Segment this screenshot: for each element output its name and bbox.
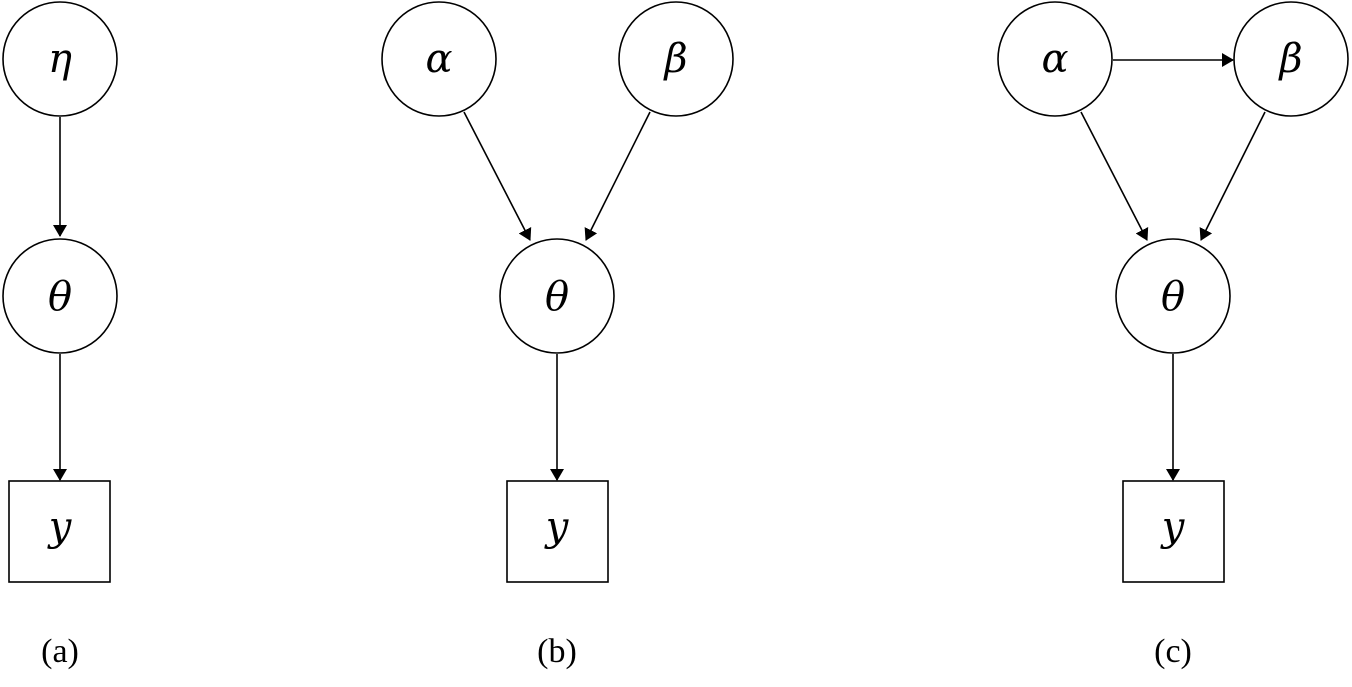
node-alpha-label: α bbox=[425, 36, 452, 82]
edge-alpha-theta bbox=[463, 111, 532, 241]
node-alpha: α bbox=[997, 1, 1113, 117]
edge-beta-theta bbox=[584, 111, 651, 241]
node-theta-label: θ bbox=[1161, 274, 1185, 320]
node-beta-label: β bbox=[662, 36, 687, 82]
diagram-c: α β θ y (c) bbox=[997, 1, 1349, 670]
node-y: y bbox=[8, 480, 111, 583]
node-y-label: y bbox=[544, 504, 570, 550]
caption-b: (b) bbox=[537, 633, 577, 670]
node-y: y bbox=[1122, 480, 1225, 583]
node-y: y bbox=[506, 480, 609, 583]
node-theta: θ bbox=[1115, 238, 1231, 354]
node-eta-label: η bbox=[48, 36, 72, 82]
edge-alpha-theta bbox=[1080, 111, 1149, 241]
node-beta-label: β bbox=[1277, 36, 1302, 82]
caption-c: (c) bbox=[1154, 633, 1192, 670]
node-beta: β bbox=[1233, 1, 1349, 117]
node-theta-label: θ bbox=[545, 274, 569, 320]
node-theta: θ bbox=[499, 238, 615, 354]
node-alpha: α bbox=[381, 1, 497, 117]
node-y-label: y bbox=[1160, 504, 1186, 550]
node-alpha-label: α bbox=[1041, 36, 1068, 82]
node-eta: η bbox=[2, 1, 118, 117]
node-beta: β bbox=[618, 1, 734, 117]
diagram-b: α β θ y (b) bbox=[381, 1, 734, 670]
edge-beta-theta bbox=[1199, 111, 1266, 241]
node-theta: θ bbox=[2, 238, 118, 354]
diagram-a: η θ y (a) bbox=[2, 1, 118, 670]
node-y-label: y bbox=[47, 504, 73, 550]
caption-a: (a) bbox=[41, 633, 79, 670]
node-theta-label: θ bbox=[48, 274, 72, 320]
